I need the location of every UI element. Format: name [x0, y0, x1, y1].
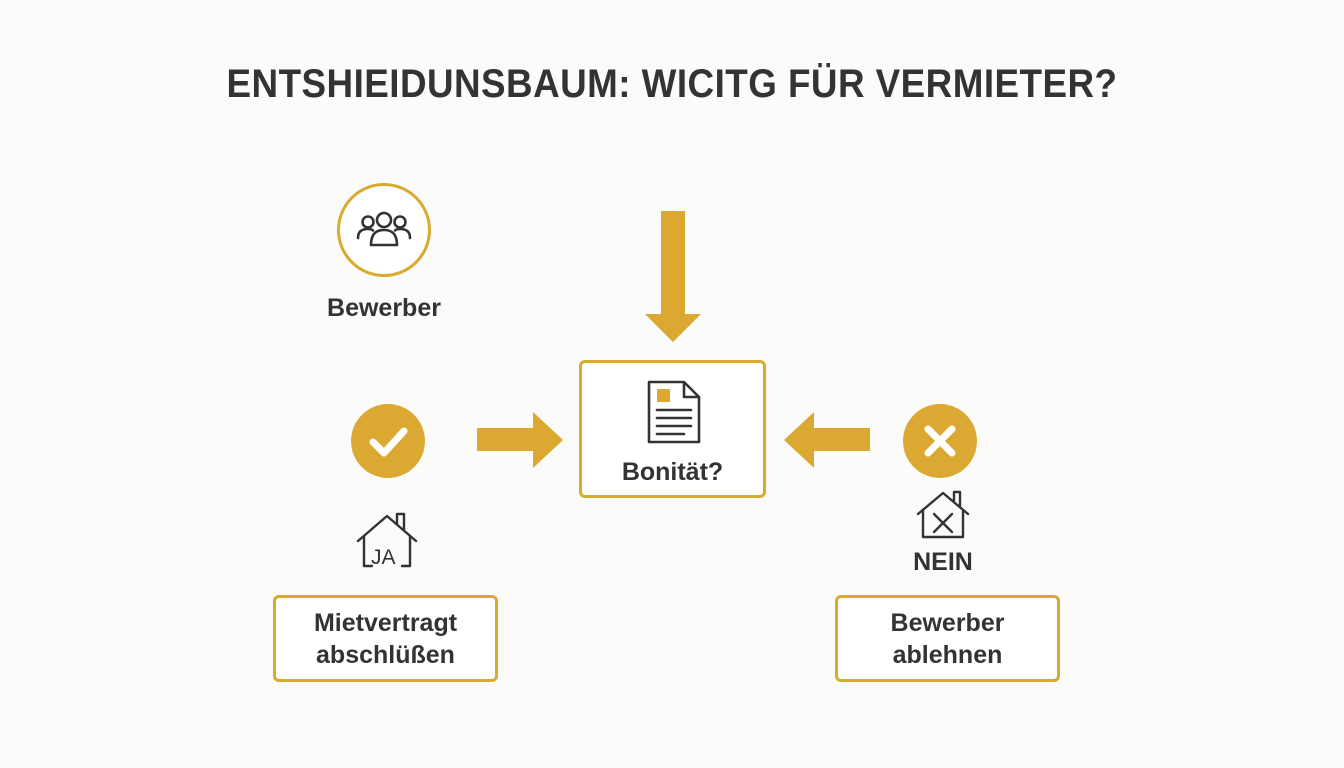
arrow-left	[784, 412, 870, 468]
document-icon	[647, 380, 701, 444]
checkmark-icon	[369, 427, 408, 457]
applicant-circle	[337, 183, 431, 277]
users-icon	[356, 211, 412, 247]
yes-outcome-box: Mietvertragt abschlüßen	[273, 595, 498, 682]
arrow-right	[477, 412, 563, 468]
yes-outcome-line2: abschlüßen	[316, 641, 455, 669]
yes-house: JA	[352, 508, 422, 574]
decision-label: Bonität?	[621, 458, 724, 486]
no-outcome-line2: ablehnen	[892, 641, 1003, 669]
yes-label: JA	[371, 546, 396, 569]
house-x-icon	[916, 490, 970, 539]
arrow-down	[645, 211, 701, 342]
no-circle	[903, 404, 977, 478]
house-icon	[356, 512, 418, 568]
no-outcome-box: Bewerber ablehnen	[835, 595, 1060, 682]
yes-circle	[351, 404, 425, 478]
cross-icon	[924, 425, 956, 457]
yes-outcome-line1: Mietvertragt	[313, 609, 458, 637]
decision-box: Bonität?	[579, 360, 766, 498]
applicant-label: Bewerber	[327, 294, 441, 322]
diagram-title: ENTSHIEIDUNSBAUM: WICITG FÜR VERMIETER?	[226, 62, 1118, 106]
no-outcome-line1: Bewerber	[890, 609, 1005, 637]
no-label: NEIN	[913, 548, 973, 576]
